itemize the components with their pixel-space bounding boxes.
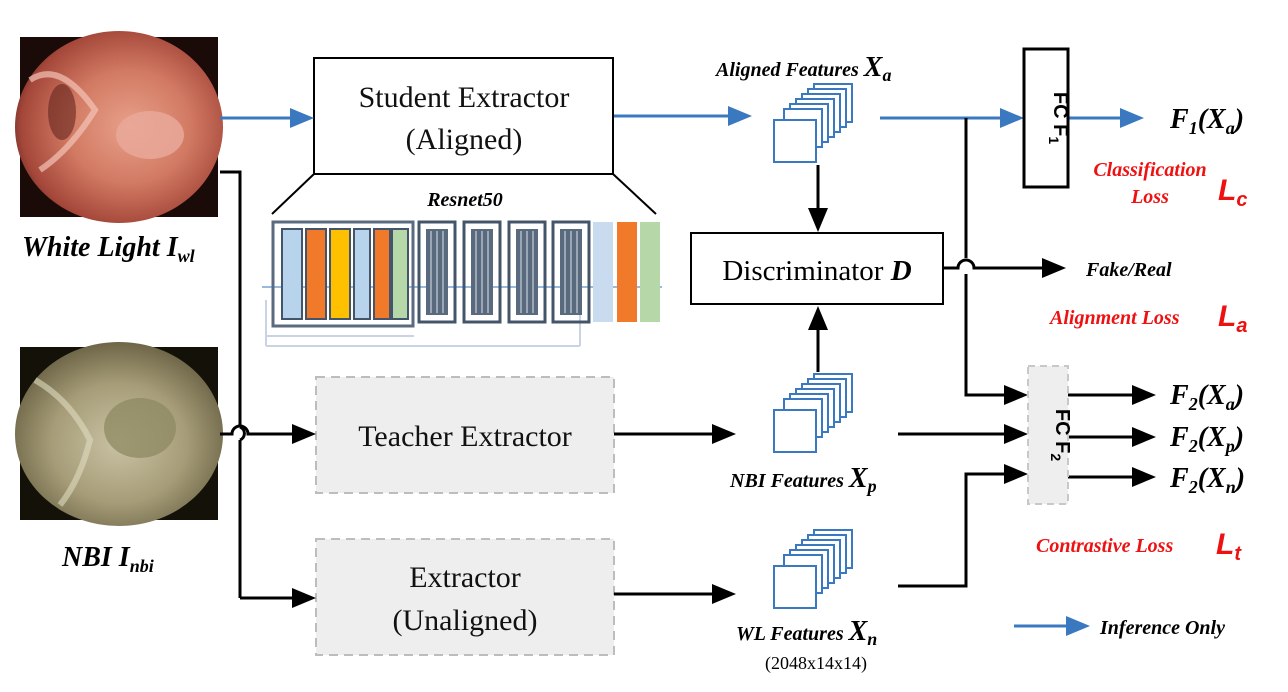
svg-text:Discriminator D: Discriminator D xyxy=(722,255,911,287)
white-light-image xyxy=(15,31,223,223)
connector-lines xyxy=(220,106,1156,636)
aligned-feature-stack xyxy=(773,83,853,163)
discriminator-box: Discriminator D xyxy=(690,232,944,305)
fake-real-label: Fake/Real xyxy=(1085,259,1172,281)
discriminator-symbol: D xyxy=(890,255,912,287)
student-extractor-label: Student Extractor xyxy=(359,81,570,114)
output-f2p: F2(Xp) xyxy=(1169,422,1244,456)
classification-loss-symbol: Lc xyxy=(1218,174,1247,211)
alignment-loss-label: Alignment Loss xyxy=(1048,307,1180,329)
svg-text:FC F1: FC F1 xyxy=(1046,92,1071,144)
nbi-image xyxy=(15,342,223,526)
student-extractor-box: Student Extractor (Aligned) xyxy=(313,57,614,175)
resnet-label: Resnet50 xyxy=(426,189,503,211)
fc2-box: FC F2 xyxy=(1027,365,1073,505)
unaligned-extractor-box: Extractor (Unaligned) xyxy=(315,538,615,656)
discriminator-label: Discriminator xyxy=(722,255,883,287)
output-f1: F1(Xa) xyxy=(1169,104,1244,138)
svg-text:FC F2: FC F2 xyxy=(1048,409,1073,461)
output-f2n: F2(Xn) xyxy=(1169,463,1245,497)
nbi-features-label: NBI Features Xp xyxy=(729,463,877,496)
fc1-box: FC F1 xyxy=(1022,47,1071,189)
wl-features-label: WL Features Xn xyxy=(736,616,877,649)
nbi-caption: NBI Inbi xyxy=(61,542,154,576)
student-extractor-sublabel: (Aligned) xyxy=(406,123,523,156)
resnet-zoom: Resnet50 xyxy=(262,173,662,347)
aligned-features-label: Aligned Features Xa xyxy=(714,52,891,85)
contrastive-loss-label: Contrastive Loss xyxy=(1036,535,1173,557)
contrastive-loss-symbol: Lt xyxy=(1216,528,1242,565)
teacher-extractor-label: Teacher Extractor xyxy=(358,420,572,453)
legend-inference-only: Inference Only xyxy=(1099,617,1225,639)
nbi-feature-stack xyxy=(773,373,853,453)
alignment-loss-symbol: La xyxy=(1218,300,1247,337)
classification-loss-line2: Loss xyxy=(1130,186,1169,208)
white-light-caption: White Light Iwl xyxy=(22,232,195,266)
output-f2a: F2(Xa) xyxy=(1169,380,1244,414)
teacher-extractor-box: Teacher Extractor xyxy=(315,376,615,494)
classification-loss-line1: Classification xyxy=(1093,159,1206,181)
feature-dims-label: (2048x14x14) xyxy=(765,653,867,674)
unaligned-extractor-sublabel: (Unaligned) xyxy=(393,604,538,637)
unaligned-extractor-label: Extractor xyxy=(409,561,521,594)
wl-feature-stack xyxy=(773,529,853,609)
